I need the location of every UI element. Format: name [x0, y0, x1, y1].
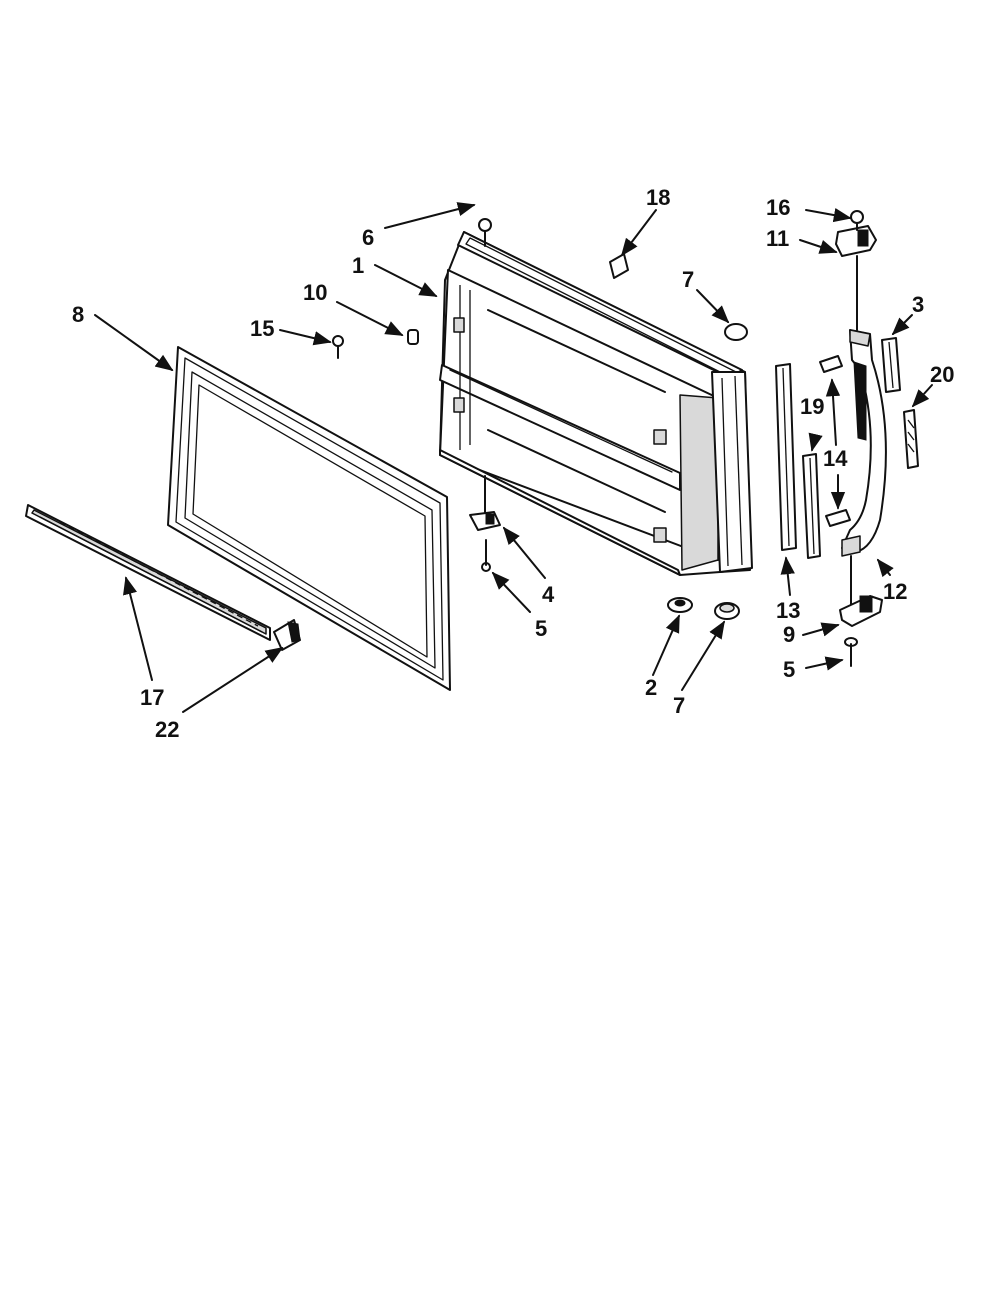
end-cap-part-22 — [273, 619, 301, 651]
leader-5-right — [805, 656, 844, 671]
label-20: 20 — [930, 362, 954, 387]
leader-18 — [620, 209, 657, 257]
label-17: 17 — [140, 685, 164, 710]
label-18: 18 — [646, 185, 670, 210]
leader-5-left — [491, 571, 531, 613]
leader-4 — [502, 526, 546, 579]
screw-part-6 — [478, 218, 492, 247]
plug-part-7-top — [724, 323, 748, 341]
handle-trim-part-13 — [775, 363, 797, 551]
leader-15 — [279, 329, 332, 346]
label-7-bottom: 7 — [673, 693, 685, 718]
leader-2 — [652, 614, 680, 676]
label-11: 11 — [766, 226, 789, 251]
leader-12 — [876, 558, 894, 578]
label-3: 3 — [912, 292, 924, 317]
leader-19 — [808, 432, 823, 452]
label-12: 12 — [883, 579, 907, 604]
leader-17 — [123, 576, 153, 681]
leader-10 — [336, 301, 404, 336]
trim-insert-part-3 — [881, 337, 901, 393]
insert-part-19 — [802, 453, 821, 559]
label-15: 15 — [250, 316, 274, 341]
label-7-top: 7 — [682, 267, 694, 292]
bushing-part-2 — [667, 597, 693, 613]
label-6: 6 — [362, 225, 374, 250]
leader-14-up — [825, 378, 841, 446]
label-2: 2 — [645, 675, 657, 700]
bracket-part-4 — [469, 475, 501, 531]
label-19: 19 — [800, 394, 824, 419]
leader-22 — [182, 647, 284, 713]
label-8: 8 — [72, 302, 84, 327]
screw-part-5-left — [481, 539, 491, 572]
spacer-part-14 — [819, 355, 851, 527]
leader-16 — [805, 208, 852, 223]
label-16: 16 — [766, 195, 790, 220]
leader-3 — [891, 314, 913, 336]
label-part-18 — [609, 253, 629, 279]
label-13: 13 — [776, 598, 800, 623]
leader-1 — [374, 264, 438, 297]
leader-lines — [94, 202, 933, 713]
leader-13 — [780, 556, 795, 596]
label-14: 14 — [823, 446, 848, 471]
leader-11 — [799, 239, 838, 254]
handle-part-12 — [841, 329, 887, 557]
leader-6 — [384, 202, 476, 229]
label-1: 1 — [352, 253, 364, 278]
leader-8 — [94, 314, 174, 372]
leader-7-bottom — [681, 620, 725, 691]
door-liner-part-1 — [439, 231, 753, 576]
leader-7-top — [696, 289, 730, 324]
leader-20 — [911, 384, 933, 408]
hinge-part-9 — [839, 555, 883, 627]
label-9: 9 — [783, 622, 795, 647]
leader-9 — [802, 622, 840, 637]
door-gasket-part-8 — [167, 346, 451, 691]
plug-part-10 — [407, 329, 419, 345]
hinge-part-11 — [835, 225, 877, 331]
label-22: 22 — [155, 717, 179, 742]
clip-part-20 — [903, 409, 919, 469]
trim-strip-part-17 — [25, 504, 271, 641]
label-4: 4 — [542, 582, 555, 607]
part-labels: 6 1 10 15 8 18 7 4 5 2 7 17 22 16 11 3 2… — [72, 185, 954, 742]
label-5-left: 5 — [535, 616, 547, 641]
screw-part-5-right — [844, 637, 858, 667]
label-10: 10 — [303, 280, 327, 305]
label-5-right: 5 — [783, 657, 795, 682]
screw-part-15 — [332, 335, 344, 359]
plug-part-7-bottom — [714, 602, 740, 620]
